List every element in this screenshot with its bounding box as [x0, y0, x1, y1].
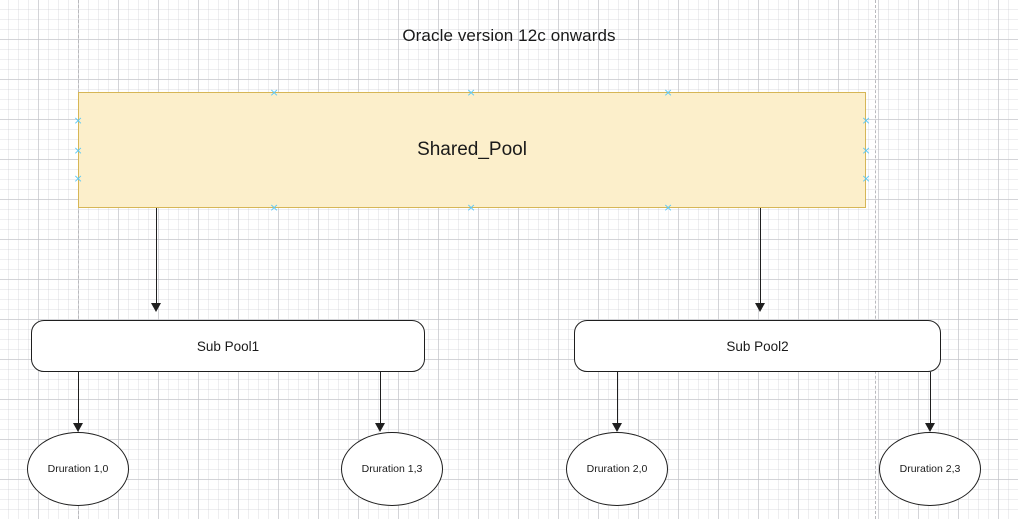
- connection-point-bottom-left[interactable]: ×: [269, 200, 279, 214]
- node-druration-1-3-label: Druration 1,3: [361, 463, 423, 475]
- connection-point-right-bottom[interactable]: ×: [861, 171, 871, 185]
- connection-point-right-top[interactable]: ×: [861, 113, 871, 127]
- diagram-title: Oracle version 12c onwards: [402, 26, 616, 45]
- connector-sharedpool-subpool1: [156, 208, 157, 303]
- node-druration-1-0[interactable]: Druration 1,0: [27, 432, 129, 506]
- node-shared-pool-label: Shared_Pool: [417, 139, 527, 160]
- arrowhead-subpool1-druration-1-3: [375, 423, 385, 432]
- node-sub-pool2[interactable]: Sub Pool2: [574, 320, 941, 372]
- connection-point-bottom-center[interactable]: ×: [466, 200, 476, 214]
- connection-point-top-right[interactable]: ×: [663, 85, 673, 99]
- arrowhead-sharedpool-subpool2: [755, 303, 765, 312]
- node-druration-1-3[interactable]: Druration 1,3: [341, 432, 443, 506]
- node-sub-pool1-label: Sub Pool1: [196, 338, 260, 354]
- node-sub-pool2-label: Sub Pool2: [726, 338, 789, 354]
- connector-subpool1-druration-1-3: [380, 372, 381, 423]
- connector-subpool2-druration-2-3: [930, 372, 931, 423]
- node-druration-2-3[interactable]: Druration 2,3: [879, 432, 981, 506]
- connection-point-right-middle[interactable]: ×: [861, 143, 871, 157]
- connection-point-left-top[interactable]: ×: [73, 113, 83, 127]
- node-druration-2-0-label: Druration 2,0: [586, 463, 648, 475]
- arrowhead-subpool2-druration-2-3: [925, 423, 935, 432]
- page-guide-left: [78, 0, 79, 519]
- node-shared-pool[interactable]: Shared_Pool: [78, 92, 866, 208]
- node-druration-1-0-label: Druration 1,0: [47, 463, 109, 475]
- arrowhead-subpool2-druration-2-0: [612, 423, 622, 432]
- node-druration-2-0[interactable]: Druration 2,0: [566, 432, 668, 506]
- node-druration-2-3-label: Druration 2,3: [899, 463, 961, 475]
- connector-subpool2-druration-2-0: [617, 372, 618, 423]
- page-guide-right: [875, 0, 876, 519]
- connection-point-top-left[interactable]: ×: [269, 85, 279, 99]
- connection-point-bottom-right[interactable]: ×: [663, 200, 673, 214]
- connector-sharedpool-subpool2: [760, 208, 761, 303]
- node-sub-pool1[interactable]: Sub Pool1: [31, 320, 425, 372]
- arrowhead-sharedpool-subpool1: [151, 303, 161, 312]
- connection-point-top-center[interactable]: ×: [466, 85, 476, 99]
- connection-point-left-bottom[interactable]: ×: [73, 171, 83, 185]
- connection-point-left-middle[interactable]: ×: [73, 143, 83, 157]
